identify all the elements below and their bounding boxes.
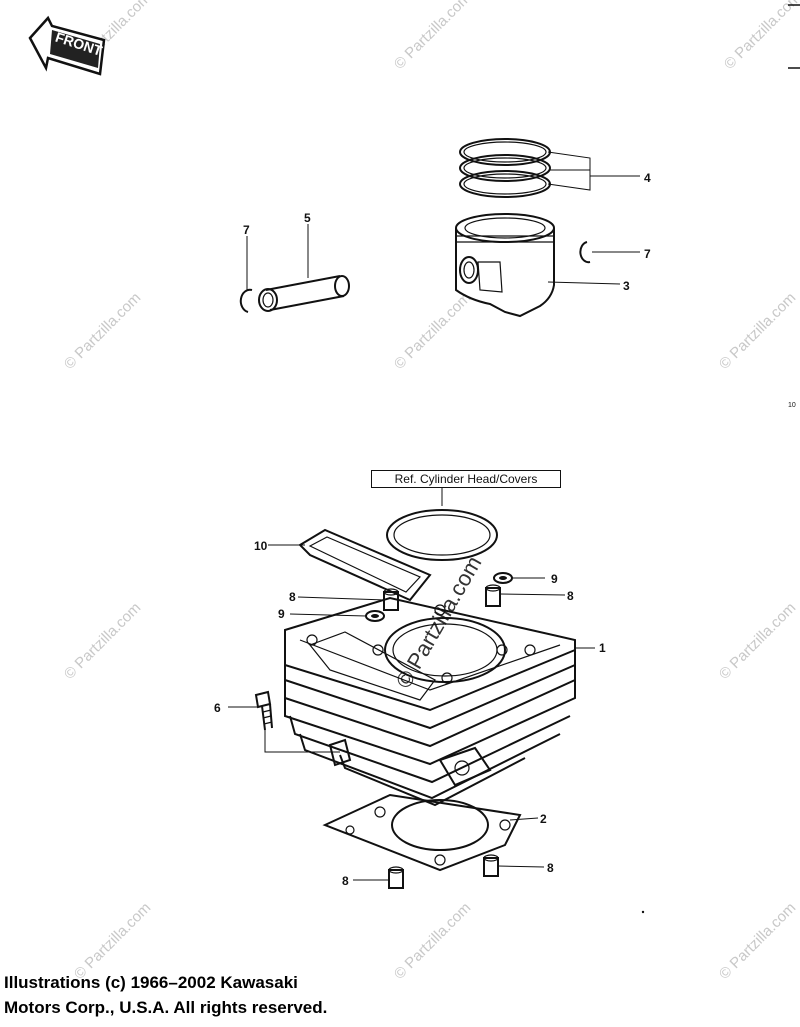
cylinder-o-ring [386,509,498,561]
callout-3: 3 [623,279,630,293]
piston-rings [459,138,551,198]
piston-pin-clip [579,241,591,264]
watermark: © Partzilla.com [716,899,799,982]
watermark: © Partzilla.com [61,289,144,372]
callout-6: 6 [214,701,221,715]
seal-ring [493,572,513,584]
watermark-layer: © Partzilla.com © Partzilla.com © Partzi… [61,0,800,983]
callout-8: 8 [289,590,296,604]
cylinder-base-gasket [322,793,522,872]
copyright-line-1: Illustrations (c) 1966–2002 Kawasaki [4,973,298,992]
edge-mark-text: 10 [788,402,796,409]
watermark: © Partzilla.com [61,599,144,682]
callout-8: 8 [342,874,349,888]
piston-pin-clip [239,288,253,313]
callout-2: 2 [540,812,547,826]
dowel-pin [483,854,499,877]
dowel-pin [383,588,399,611]
cylinder-bolt [254,690,273,731]
dowel-pin [485,584,501,607]
dowel-pin [388,866,404,889]
watermark: © Partzilla.com [716,599,799,682]
front-arrow-icon: FRONT [28,15,106,76]
reference-label: Ref. Cylinder Head/Covers [371,470,561,488]
piston-pin [258,275,350,312]
callout-9: 9 [551,572,558,586]
cylinder-head-gasket [298,528,432,602]
callout-8: 8 [547,861,554,875]
callout-1: 1 [599,641,606,655]
stray-dot [641,910,645,914]
seal-ring [365,610,385,622]
callout-4: 4 [644,171,651,185]
callout-9: 9 [278,607,285,621]
cylinder-block [284,596,576,807]
watermark: © Partzilla.com [716,289,799,372]
watermark: © Partzilla.com [391,899,474,982]
watermark: © Partzilla.com [391,289,474,372]
callout-10: 10 [254,539,268,553]
callout-7: 7 [644,247,651,261]
callout-7: 7 [243,223,250,237]
watermark: © Partzilla.com [721,0,800,73]
callout-5: 5 [304,211,311,225]
copyright-notice: Illustrations (c) 1966–2002 Kawasaki Mot… [4,970,327,1020]
watermark: © Partzilla.com [391,0,474,73]
callout-8: 8 [567,589,574,603]
copyright-line-2: Motors Corp., U.S.A. All rights reserved… [4,998,328,1017]
piston [455,213,555,318]
